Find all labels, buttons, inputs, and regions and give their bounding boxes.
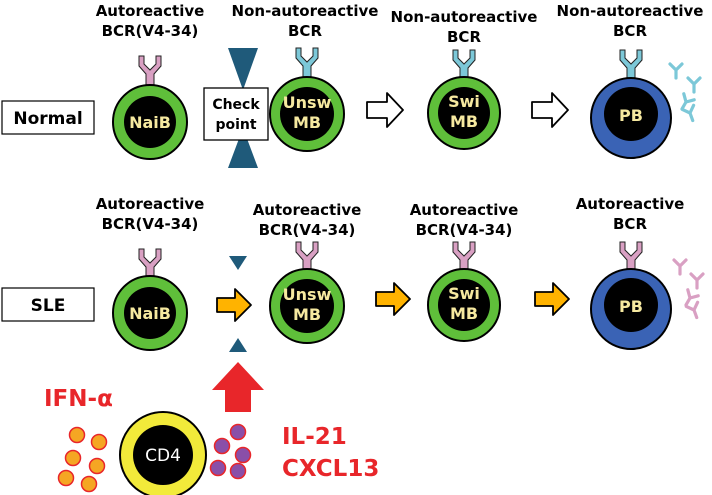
sle-antibody-2 (689, 272, 705, 290)
sle-bcr-1 (138, 248, 162, 280)
sle-cell-1-label-line1: Autoreactive (96, 195, 205, 213)
cxcl13-label: CXCL13 (282, 456, 379, 482)
normal-bcr-1 (138, 55, 162, 87)
normal-unswitched-mb-cell: Unsw MB (269, 47, 345, 152)
red-stimulation-arrow (212, 362, 264, 412)
cytokine-section: IFN-α CD4 IL-21 CXCL13 (44, 362, 379, 495)
sle-row: Autoreactive BCR(V4-34) Autoreactive BCR… (1, 195, 705, 352)
sle-antibody-1 (672, 258, 688, 276)
normal-cell-1-label-line2: BCR(V4-34) (102, 22, 199, 40)
sle-row-label: SLE (31, 296, 66, 316)
normal-cell-4-name: PB (619, 106, 643, 125)
sle-checkpoint-bottom-wedge (229, 338, 247, 352)
normal-cell-3-name-line1: Swi (448, 92, 480, 111)
sle-antibody-4 (684, 300, 704, 322)
normal-row-label-box (1, 100, 95, 135)
sle-cell-2-name-line2: MB (293, 305, 321, 324)
normal-antibody-2 (686, 76, 702, 94)
sle-cell-4-name: PB (619, 297, 643, 316)
checkpoint-label-line1: Check (212, 97, 260, 113)
normal-row: Autoreactive BCR(V4-34) Non-autoreactive… (1, 2, 704, 168)
sle-arrow-2 (375, 282, 411, 316)
normal-arrow-1 (366, 92, 404, 128)
normal-antibody-4 (680, 103, 700, 125)
normal-cell-1-label-line1: Autoreactive (96, 2, 205, 20)
sle-switched-mb-cell: Swi MB (427, 241, 501, 342)
sle-cell-3-label-line1: Autoreactive (410, 201, 519, 219)
normal-cell-4-label-line2: BCR (613, 22, 647, 40)
normal-cell-4-label-line1: Non-autoreactive (557, 2, 704, 20)
normal-cell-3-label-line1: Non-autoreactive (391, 8, 538, 26)
sle-cell-1-name: NaiB (129, 304, 171, 323)
checkpoint-label-line2: point (215, 117, 256, 133)
normal-bcr-3 (452, 49, 476, 81)
sle-cell-3-name-line2: MB (450, 304, 478, 323)
cd4-label: CD4 (145, 446, 181, 466)
normal-cell-2-label-line2: BCR (288, 22, 322, 40)
checkpoint: Check point (203, 48, 269, 168)
normal-cell-1-name: NaiB (129, 113, 171, 132)
normal-arrow-2 (531, 92, 569, 128)
normal-bcr-2 (295, 47, 319, 79)
sle-cell-1-label-line2: BCR(V4-34) (102, 215, 199, 233)
sle-cell-4-label-line2: BCR (613, 215, 647, 233)
sle-cell-2-label-line2: BCR(V4-34) (259, 221, 356, 239)
normal-antibody-1 (668, 62, 684, 80)
normal-cell-2-name-line2: MB (293, 113, 321, 132)
normal-cell-3-label-line2: BCR (447, 28, 481, 46)
sle-cell-3-name-line1: Swi (448, 284, 480, 303)
ifn-alpha-label: IFN-α (44, 386, 113, 412)
normal-naive-b-cell: NaiB (112, 55, 188, 160)
sle-cell-3-label-line2: BCR(V4-34) (416, 221, 513, 239)
normal-switched-mb-cell: Swi MB (427, 49, 501, 150)
normal-cell-2-name-line1: Unsw (283, 93, 332, 112)
il21-label: IL-21 (282, 424, 347, 450)
sle-secreted-antibodies (672, 258, 705, 322)
sle-plasmablast-cell: PB (590, 241, 672, 350)
normal-cell-2-label-line1: Non-autoreactive (232, 2, 379, 20)
sle-arrow-1 (216, 288, 252, 322)
sle-cell-2-name-line1: Unsw (283, 285, 332, 304)
sle-unswitched-mb-cell: Unsw MB (269, 241, 345, 344)
sle-checkpoint-top-wedge (229, 256, 247, 270)
normal-cell-3-name-line2: MB (450, 112, 478, 131)
ifn-alpha-dots (57, 426, 108, 493)
checkpoint-bottom-wedge (228, 128, 258, 168)
sle-arrow-3 (534, 282, 570, 316)
il21-cxcl13-dots (209, 423, 252, 480)
sle-naive-b-cell: NaiB (112, 248, 188, 351)
sle-bcr-4 (619, 241, 643, 273)
sle-bcr-2 (295, 241, 319, 273)
sle-row-label-box (1, 287, 95, 322)
sle-cell-2-label-line1: Autoreactive (253, 201, 362, 219)
checkpoint-top-wedge (228, 48, 258, 90)
normal-bcr-4 (619, 49, 643, 81)
sle-cell-4-label-line1: Autoreactive (576, 195, 685, 213)
cd4-t-cell: CD4 (119, 411, 207, 495)
normal-plasmablast-cell: PB (590, 49, 672, 159)
checkpoint-box (203, 87, 269, 141)
sle-bcr-3 (452, 241, 476, 273)
normal-secreted-antibodies (668, 62, 702, 125)
normal-row-label: Normal (13, 109, 82, 129)
